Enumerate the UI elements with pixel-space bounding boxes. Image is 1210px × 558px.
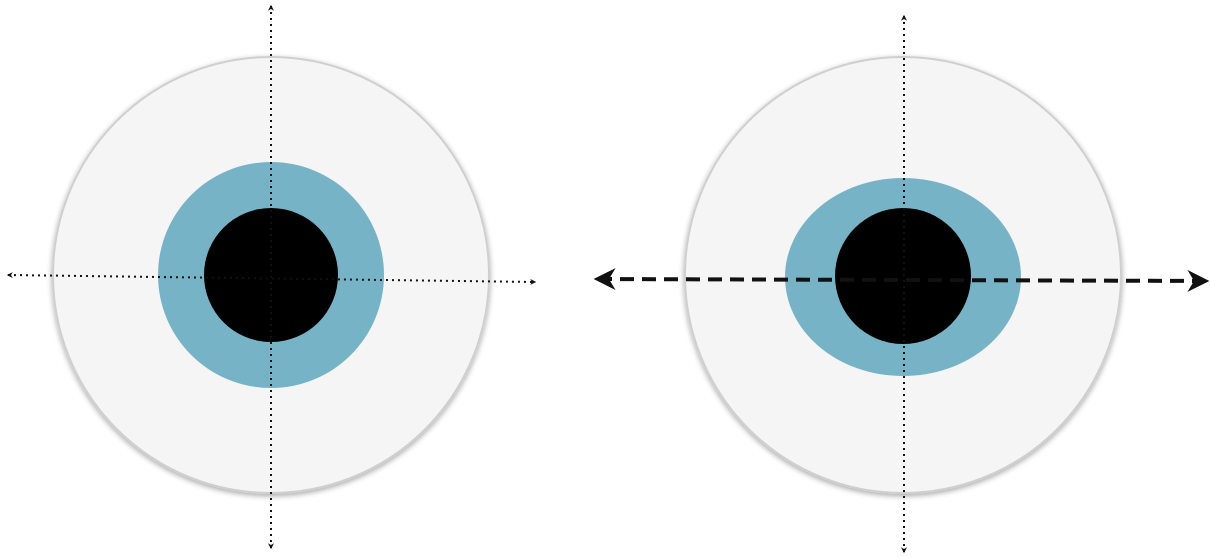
eye-right <box>598 16 1205 552</box>
eye-left <box>8 6 535 548</box>
